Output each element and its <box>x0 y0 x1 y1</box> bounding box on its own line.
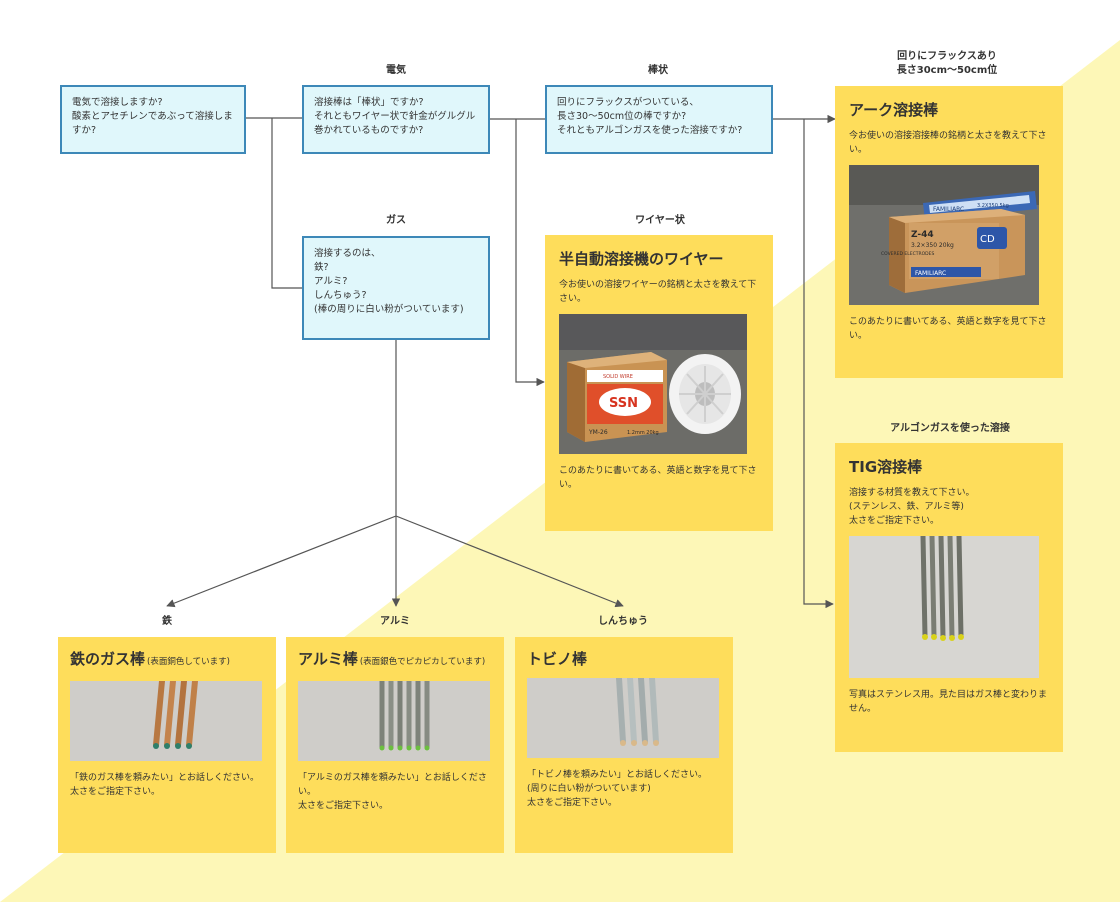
arc-box-model: Z-44 <box>911 230 934 240</box>
card-brass-tobino-rod: トビノ棒 「トビノ棒を頼みたい」とお話しください。 (周りに白い粉がついています… <box>515 637 733 853</box>
arc-box-size: 3.2×350 20kg <box>911 242 954 249</box>
card-aluminum-rod: アルミ棒(表面銀色でピカピカしています) 「アルミのガス棒を頼みたい」とお話し <box>286 637 504 853</box>
card-note: このあたりに書いてある、英語と数字を見て下さい。 <box>849 317 1047 341</box>
card-iron-gas-rod: 鉄のガス棒(表面銅色しています) 「鉄のガス棒を頼みたい」とお話しください。 太… <box>58 637 276 853</box>
photo-iron-rods <box>70 681 262 761</box>
photo-aluminum-rods <box>298 681 490 761</box>
question-electric-or-gas: 電気で溶接しますか? 酸素とアセチレンであぶって溶接しますか? <box>60 85 246 154</box>
photo-tobino-rods <box>527 678 719 758</box>
photo-wire-spool: SOLID WIRE SSN YM-26 1.2mm 20kg <box>559 314 747 454</box>
card-note: 「鉄のガス棒を頼みたい」とお話しください。 太さをご指定下さい。 <box>70 773 260 797</box>
connector-q3-tig <box>803 119 834 609</box>
card-title: アーク溶接棒 <box>849 101 939 119</box>
svg-text:CD: CD <box>980 234 995 245</box>
question-material: 溶接するのは、 鉄? アルミ? しんちゅう? (棒の周りに白い粉がついています) <box>302 236 490 340</box>
arc-box-brand: FAMILIARC <box>915 270 946 277</box>
label-aluminum: アルミ <box>380 616 410 627</box>
label-electric: 電気 <box>386 65 406 76</box>
wire-box-label: SOLID WIRE <box>603 374 633 380</box>
card-title: 半自動溶接機のワイヤー <box>559 250 724 268</box>
card-arc-welding-rod: アーク溶接棒 今お使いの溶接溶接棒の銘柄と太さを教えて下さい。 FAMILIAR… <box>835 86 1063 378</box>
connector-to-iron <box>166 515 397 608</box>
label-iron: 鉄 <box>162 616 172 627</box>
card-title: TIG溶接棒 <box>849 458 923 476</box>
question-flux-or-argon: 回りにフラックスがついている、 長さ30～50cm位の棒ですか? それともアルゴ… <box>545 85 773 154</box>
connector-to-tobino <box>395 515 624 608</box>
card-subtitle: (表面銅色しています) <box>147 657 230 667</box>
arc-box-top-brand: FAMILIARC <box>933 206 964 213</box>
label-wire: ワイヤー状 <box>635 215 685 226</box>
arc-box-small-size: 3.2X350 5kg <box>977 203 1009 209</box>
card-instruction: 今お使いの溶接溶接棒の銘柄と太さを教えて下さい。 <box>849 131 1047 155</box>
label-flux: 回りにフラックスあり 長さ30cm～50cm位 <box>896 51 998 76</box>
connector-q1-q4 <box>271 118 303 289</box>
card-subtitle: (表面銀色でピカピカしています) <box>359 657 486 667</box>
wire-box-spec: 1.2mm 20kg <box>627 430 659 436</box>
question-rod-or-wire: 溶接棒は「棒状」ですか? それともワイヤー状で針金がグルグル巻かれているものです… <box>302 85 490 154</box>
card-semi-auto-wire: 半自動溶接機のワイヤー 今お使いの溶接ワイヤーの銘柄と太さを教えて下さい。 SO… <box>545 235 773 531</box>
arc-box-covered: COVERED ELECTRODES <box>881 251 934 257</box>
card-title: アルミ棒(表面銀色でピカピカしています) <box>298 649 492 672</box>
card-title-main: 鉄のガス棒 <box>70 650 146 668</box>
connector-q2-semi <box>515 119 545 387</box>
card-note: このあたりに書いてある、英語と数字を見て下さい。 <box>559 466 757 490</box>
wire-box-logo: SSN <box>609 396 638 411</box>
wire-box-model: YM-26 <box>588 429 608 436</box>
card-note: 「トビノ棒を頼みたい」とお話しください。 (周りに白い粉がついています) 太さを… <box>527 770 708 808</box>
label-rod: 棒状 <box>648 65 668 76</box>
label-argon: アルゴンガスを使った溶接 <box>890 423 1010 434</box>
card-title-main: アルミ棒 <box>298 650 358 668</box>
card-note: 「アルミのガス棒を頼みたい」とお話しください。 太さをご指定下さい。 <box>298 773 487 811</box>
card-note: 写真はステンレス用。見た目はガス棒と変わりません。 <box>849 690 1048 714</box>
card-instruction: 溶接する材質を教えて下さい。 (ステンレス、鉄、アルミ等) 太さをご指定下さい。 <box>849 488 975 526</box>
photo-arc-rod-boxes: FAMILIARC 3.2X350 5kg Z-44 3.2×350 20kg … <box>849 165 1039 305</box>
card-title-main: トビノ棒 <box>527 650 588 668</box>
label-gas: ガス <box>386 215 406 226</box>
card-instruction: 今お使いの溶接ワイヤーの銘柄と太さを教えて下さい。 <box>559 280 757 304</box>
card-title: 鉄のガス棒(表面銅色しています) <box>70 649 264 672</box>
card-title: トビノ棒 <box>527 649 721 669</box>
card-tig-rod: TIG溶接棒 溶接する材質を教えて下さい。 (ステンレス、鉄、アルミ等) 太さを… <box>835 443 1063 752</box>
photo-tig-rods <box>849 536 1039 678</box>
label-brass: しんちゅう <box>598 616 648 627</box>
